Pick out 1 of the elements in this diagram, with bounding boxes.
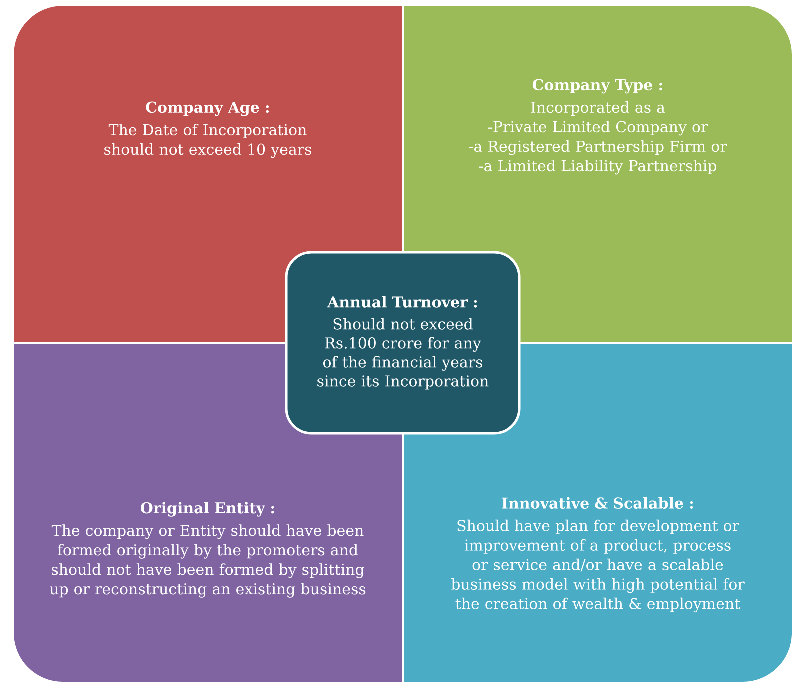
center-box: Annual Turnover : Should not exceed Rs.100 crore for any of the financial years since its Incorporation: [285, 251, 521, 435]
